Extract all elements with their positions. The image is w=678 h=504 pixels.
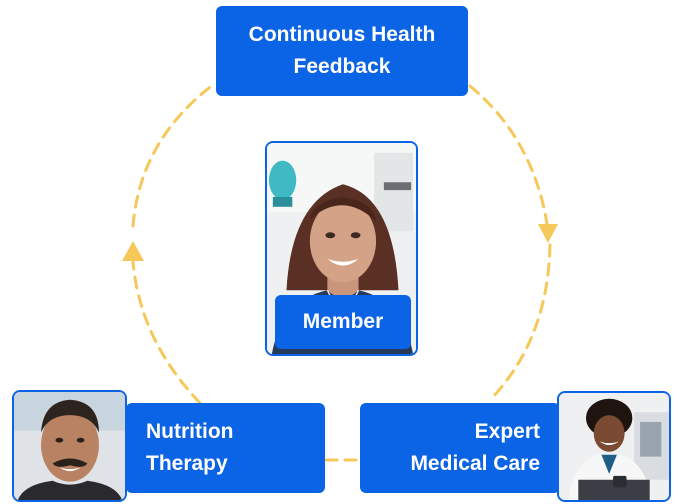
- node-continuous-health-feedback: Continuous Health Feedback: [216, 6, 468, 96]
- node-title-line1: Nutrition: [146, 420, 234, 443]
- arrow-down-icon: [538, 224, 558, 243]
- connector-left-bottom: [131, 260, 202, 405]
- node-title-line2: Therapy: [146, 452, 228, 475]
- node-expert-medical-care: Expert Medical Care: [360, 403, 560, 493]
- connector-right-bottom: [488, 243, 552, 402]
- connector-left-top: [131, 82, 216, 228]
- connector-top-right: [468, 84, 550, 232]
- arrow-up-icon: [122, 241, 144, 261]
- node-title-line1: Continuous Health: [248, 23, 436, 46]
- member-label: Member: [275, 295, 411, 349]
- medical-provider-photo: [557, 391, 671, 502]
- node-title-line1: Expert: [474, 420, 540, 443]
- nutrition-therapist-photo: [12, 390, 127, 502]
- node-title-line2: Medical Care: [410, 452, 540, 475]
- node-nutrition-therapy: Nutrition Therapy: [126, 403, 325, 493]
- member-label-text: Member: [302, 310, 384, 333]
- node-title-line2: Feedback: [293, 55, 391, 78]
